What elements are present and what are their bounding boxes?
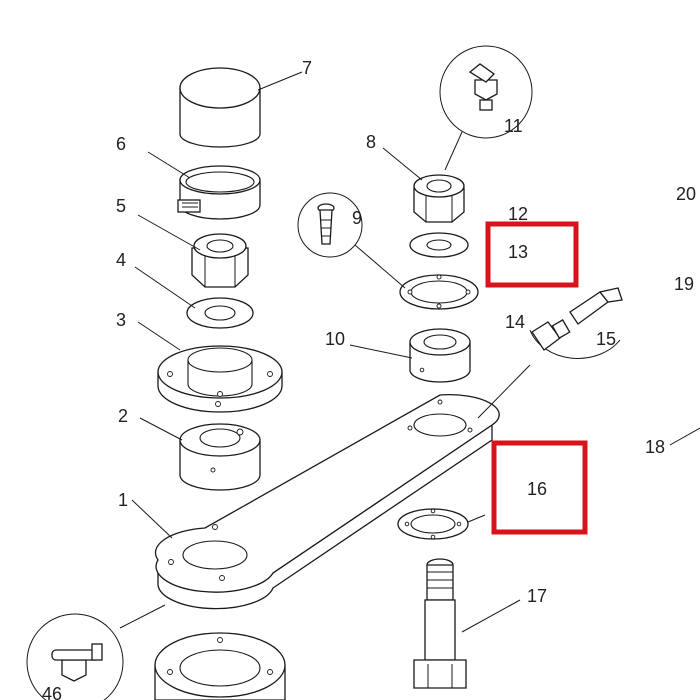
leader-lines — [131, 71, 700, 633]
part-1-steering-arm — [154, 394, 500, 610]
callout-17: 17 — [527, 586, 547, 606]
callout-labels: 1 2 3 4 5 6 7 8 9 10 11 12 13 14 15 16 1… — [42, 58, 696, 700]
callout-6: 6 — [116, 134, 126, 154]
highlight-box-16 — [491, 440, 588, 535]
callout-7: 7 — [302, 58, 312, 78]
part-11-grease-fitting-detail — [439, 45, 533, 171]
callout-16: 16 — [527, 479, 547, 499]
part-10-bushing — [409, 328, 471, 383]
callout-9: 9 — [352, 208, 362, 228]
callout-15: 15 — [596, 329, 616, 349]
callout-46: 46 — [42, 684, 62, 700]
part-7-cap — [179, 67, 261, 148]
part-9-screw-detail — [297, 192, 406, 289]
callout-4: 4 — [116, 250, 126, 270]
part-2-bearing — [179, 423, 261, 491]
part-lower-flange — [154, 632, 286, 700]
part-5-nut — [191, 233, 249, 288]
part-16-shim-plate — [397, 508, 469, 540]
part-4-washer — [186, 297, 254, 329]
callout-14: 14 — [505, 312, 525, 332]
callout-11: 11 — [504, 116, 523, 136]
callout-10: 10 — [325, 329, 345, 349]
callout-13: 13 — [508, 242, 528, 262]
callout-18: 18 — [645, 437, 665, 457]
callout-3: 3 — [116, 310, 126, 330]
part-12-washer — [409, 232, 469, 258]
part-46-grease-fitting-detail — [26, 604, 166, 700]
callout-20: 20 — [676, 184, 696, 204]
part-17-king-pin — [413, 558, 467, 689]
part-3-flange-housing — [157, 345, 283, 413]
callout-2: 2 — [118, 406, 128, 426]
callout-19: 19 — [674, 274, 694, 294]
callout-1: 1 — [118, 490, 128, 510]
callout-8: 8 — [366, 132, 376, 152]
callout-12: 12 — [508, 204, 528, 224]
callout-5: 5 — [116, 196, 126, 216]
part-8-nut — [413, 174, 465, 223]
part-14-15-fittings-detail — [477, 287, 623, 419]
part-13-seal-plate — [399, 274, 479, 310]
highlight-box-13 — [485, 221, 579, 288]
part-6-clamp — [177, 165, 261, 220]
highlight-boxes — [485, 221, 588, 535]
